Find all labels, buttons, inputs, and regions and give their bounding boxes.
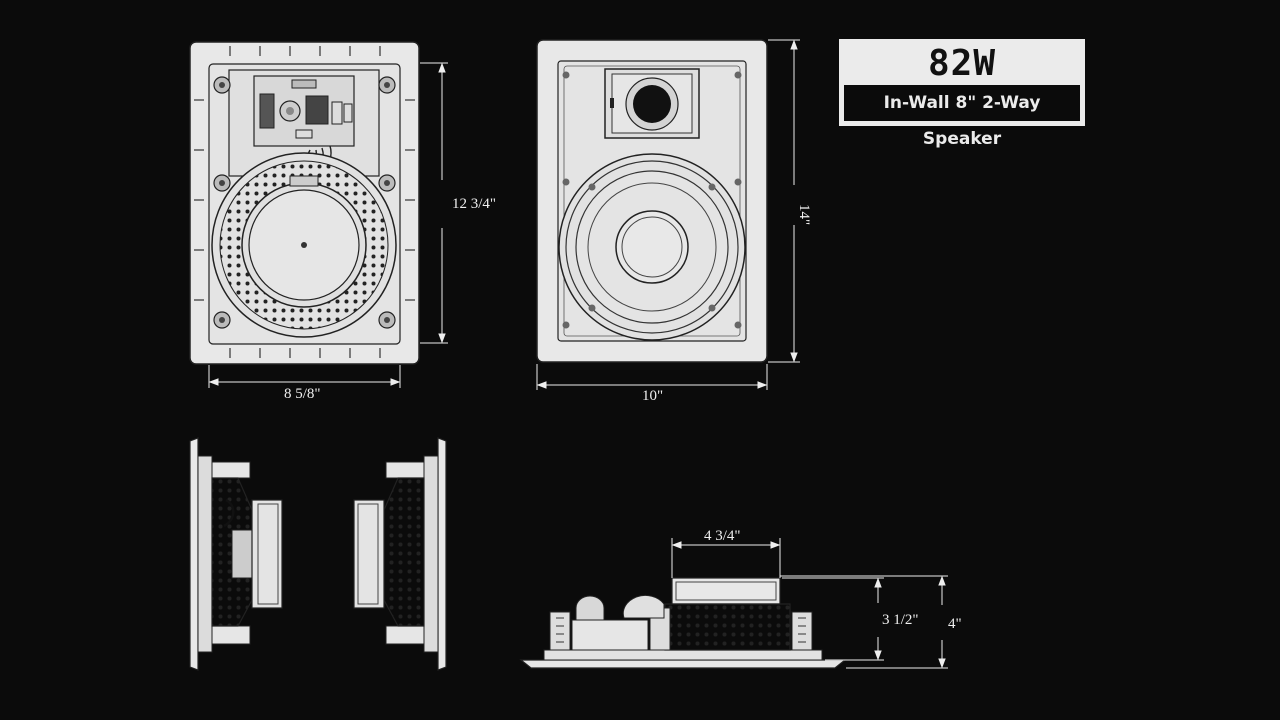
- product-subtitle: In-Wall 8" 2-Way Speaker: [844, 85, 1080, 149]
- power-rating: 82W: [927, 43, 997, 84]
- spec-badge: 82W In-Wall 8" 2-Way Speaker: [839, 39, 1085, 149]
- front-width-label: 10": [642, 388, 663, 404]
- top-width-label: 4 3/4": [704, 528, 741, 544]
- depth-inner-label: 3 1/2": [882, 612, 919, 628]
- back-dimension-lines: [208, 62, 448, 388]
- depth-total-label: 4": [948, 616, 962, 632]
- side-view-left: [189, 437, 283, 671]
- profile-dimension-lines: [671, 538, 948, 669]
- back-width-label: 8 5/8": [284, 386, 321, 402]
- side-view-right: [353, 437, 447, 671]
- profile-view: [519, 577, 847, 669]
- front-height-label: 14": [796, 204, 812, 225]
- front-dimension-lines: [536, 39, 800, 390]
- back-height-label: 12 3/4": [452, 196, 496, 212]
- front-view: [536, 39, 768, 363]
- back-view: [189, 41, 420, 365]
